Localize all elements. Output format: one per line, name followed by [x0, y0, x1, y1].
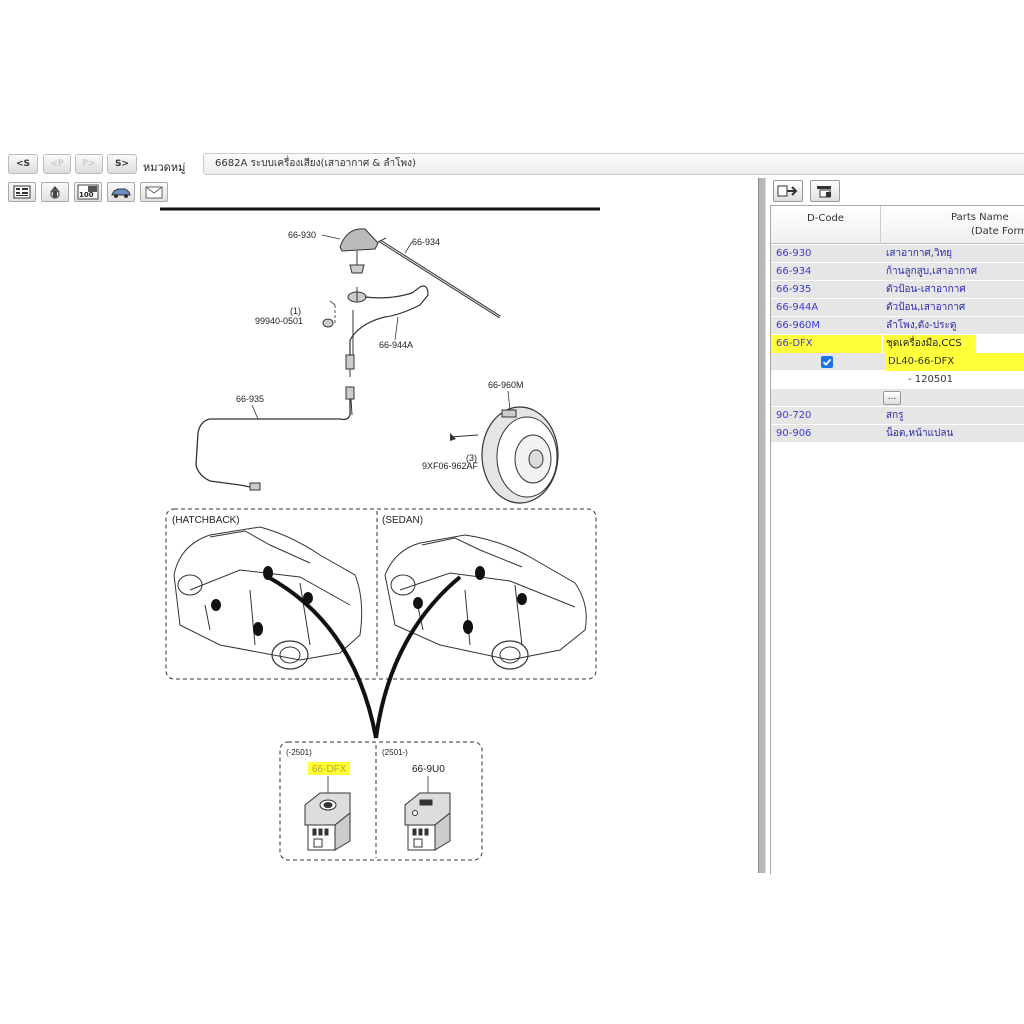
antenna-feeder-drawing	[345, 285, 429, 377]
export-icon[interactable]	[773, 180, 803, 202]
first-section-button[interactable]: <S	[8, 154, 38, 174]
part-label-99940-0501: 99940-0501	[255, 316, 303, 326]
sedan-label: (SEDAN)	[382, 515, 423, 526]
table-row[interactable]: 90-906 น็อต,หน้าแปลน	[771, 425, 1024, 443]
select-checkbox[interactable]	[821, 356, 833, 368]
hatchback-label: (HATCHBACK)	[172, 515, 240, 526]
more-options-button[interactable]: ...	[883, 391, 901, 405]
dcode-cell[interactable]: 90-906	[776, 428, 812, 439]
column-header-dcode[interactable]: D-Code	[771, 206, 881, 244]
parts-name-header-line2: (Date Form	[971, 226, 1024, 237]
list-icon[interactable]	[8, 182, 36, 202]
recycle-icon[interactable]	[41, 182, 69, 202]
part-label-66-9U0: 66-9U0	[412, 764, 445, 775]
part-label-66-934: 66-934	[412, 237, 440, 247]
part-name-cell[interactable]: ตัวป้อน-เสาอากาศ	[886, 284, 966, 295]
range-old-label: (-2501)	[286, 748, 312, 757]
part-label-66-960M: 66-960M	[488, 380, 524, 390]
table-row[interactable]: 66-944A ตัวป้อน,เสาอากาศ	[771, 299, 1024, 317]
module-old-drawing	[304, 792, 351, 851]
part-name-cell[interactable]: ลำโพง,ตัง-ประตู	[886, 320, 957, 331]
part-label-66-944A: 66-944A	[379, 340, 413, 350]
antenna-rod-drawing	[377, 237, 501, 319]
parts-name-header-line1: Parts Name	[951, 212, 1009, 223]
date-range-cell: - 120501	[908, 374, 953, 385]
part-label-66-930: 66-930	[288, 230, 316, 240]
dcode-cell[interactable]: 90-720	[776, 410, 812, 421]
part-name-cell[interactable]: น็อต,หน้าแปลน	[886, 428, 954, 439]
part-qty-99940: (1)	[290, 306, 301, 316]
dcode-cell[interactable]: 66-DFX	[771, 335, 881, 353]
part-label-66-935: 66-935	[236, 394, 264, 404]
part-name-cell[interactable]: ตัวป้อน,เสาอากาศ	[886, 302, 966, 313]
mail-icon[interactable]	[140, 182, 168, 202]
module-new-drawing	[404, 792, 451, 851]
last-section-button[interactable]: S>	[107, 154, 137, 174]
next-page-button[interactable]: P>	[75, 154, 103, 174]
dcode-cell[interactable]: 66-944A	[776, 302, 819, 313]
dcode-cell[interactable]: 66-930	[776, 248, 812, 259]
dcode-header-text: D-Code	[807, 213, 844, 224]
part-name-cell[interactable]: ก้านลูกสูบ,เสาอากาศ	[886, 266, 978, 277]
section-title: 6682A ระบบเครื่องเสียง(เสาอากาศ & ลำโพง)	[203, 153, 1024, 175]
dcode-cell[interactable]: 66-934	[776, 266, 812, 277]
previous-page-button[interactable]: <P	[43, 154, 71, 174]
table-row[interactable]: 66-930 เสาอากาศ,วิทยุ	[771, 245, 1024, 263]
table-row-selected[interactable]: 66-DFX ชุดเครื่องมือ,CCS	[771, 335, 1024, 353]
hatchback-car-drawing	[173, 526, 363, 670]
part-label-66-DFX: 66-DFX	[312, 764, 347, 775]
car-icon[interactable]	[107, 182, 135, 202]
dcode-cell[interactable]: 66-935	[776, 284, 812, 295]
part-number-cell[interactable]: DL40-66-DFX	[886, 353, 1024, 371]
add-to-cart-icon[interactable]	[810, 180, 840, 202]
parts-table: D-Code Parts Name (Date Form 66-930 เสาอ…	[770, 205, 1024, 874]
speaker-drawing	[449, 406, 559, 504]
category-label: หมวดหมู่	[143, 161, 186, 174]
zoom-label: 100	[79, 191, 94, 199]
part-name-cell[interactable]: ชุดเครื่องมือ,CCS	[883, 335, 976, 353]
part-name-cell[interactable]: เสาอากาศ,วิทยุ	[886, 248, 953, 259]
table-row[interactable]: 90-720 สกรู	[771, 407, 1024, 425]
part-name-cell[interactable]: สกรู	[886, 410, 904, 421]
table-row-sub: ...	[771, 389, 1024, 407]
table-row[interactable]: 66-935 ตัวป้อน-เสาอากาศ	[771, 281, 1024, 299]
parts-diagram: 66-930 66-934 (1) 99940-0501 66-944A 66-…	[160, 207, 600, 861]
antenna-base-drawing	[339, 228, 379, 274]
zoom-100-icon[interactable]: 100	[74, 182, 102, 202]
column-header-parts-name[interactable]: Parts Name (Date Form	[881, 206, 1024, 244]
part-66-dfx-highlight	[308, 762, 350, 775]
range-new-label: (2501-)	[382, 748, 408, 757]
table-row-sub: - 120501	[771, 371, 1024, 389]
part-qty-9XF06: (3)	[466, 453, 477, 463]
part-label-9XF06-962AF: 9XF06-962AF	[422, 461, 479, 471]
dcode-cell[interactable]: 66-960M	[776, 320, 821, 331]
table-row[interactable]: 66-960M ลำโพง,ตัง-ประตู	[771, 317, 1024, 335]
antenna-cable-drawing	[195, 386, 355, 491]
panel-splitter[interactable]	[758, 178, 766, 873]
table-row-sub[interactable]: DL40-66-DFX	[771, 353, 1024, 371]
table-row[interactable]: 66-934 ก้านลูกสูบ,เสาอากาศ	[771, 263, 1024, 281]
